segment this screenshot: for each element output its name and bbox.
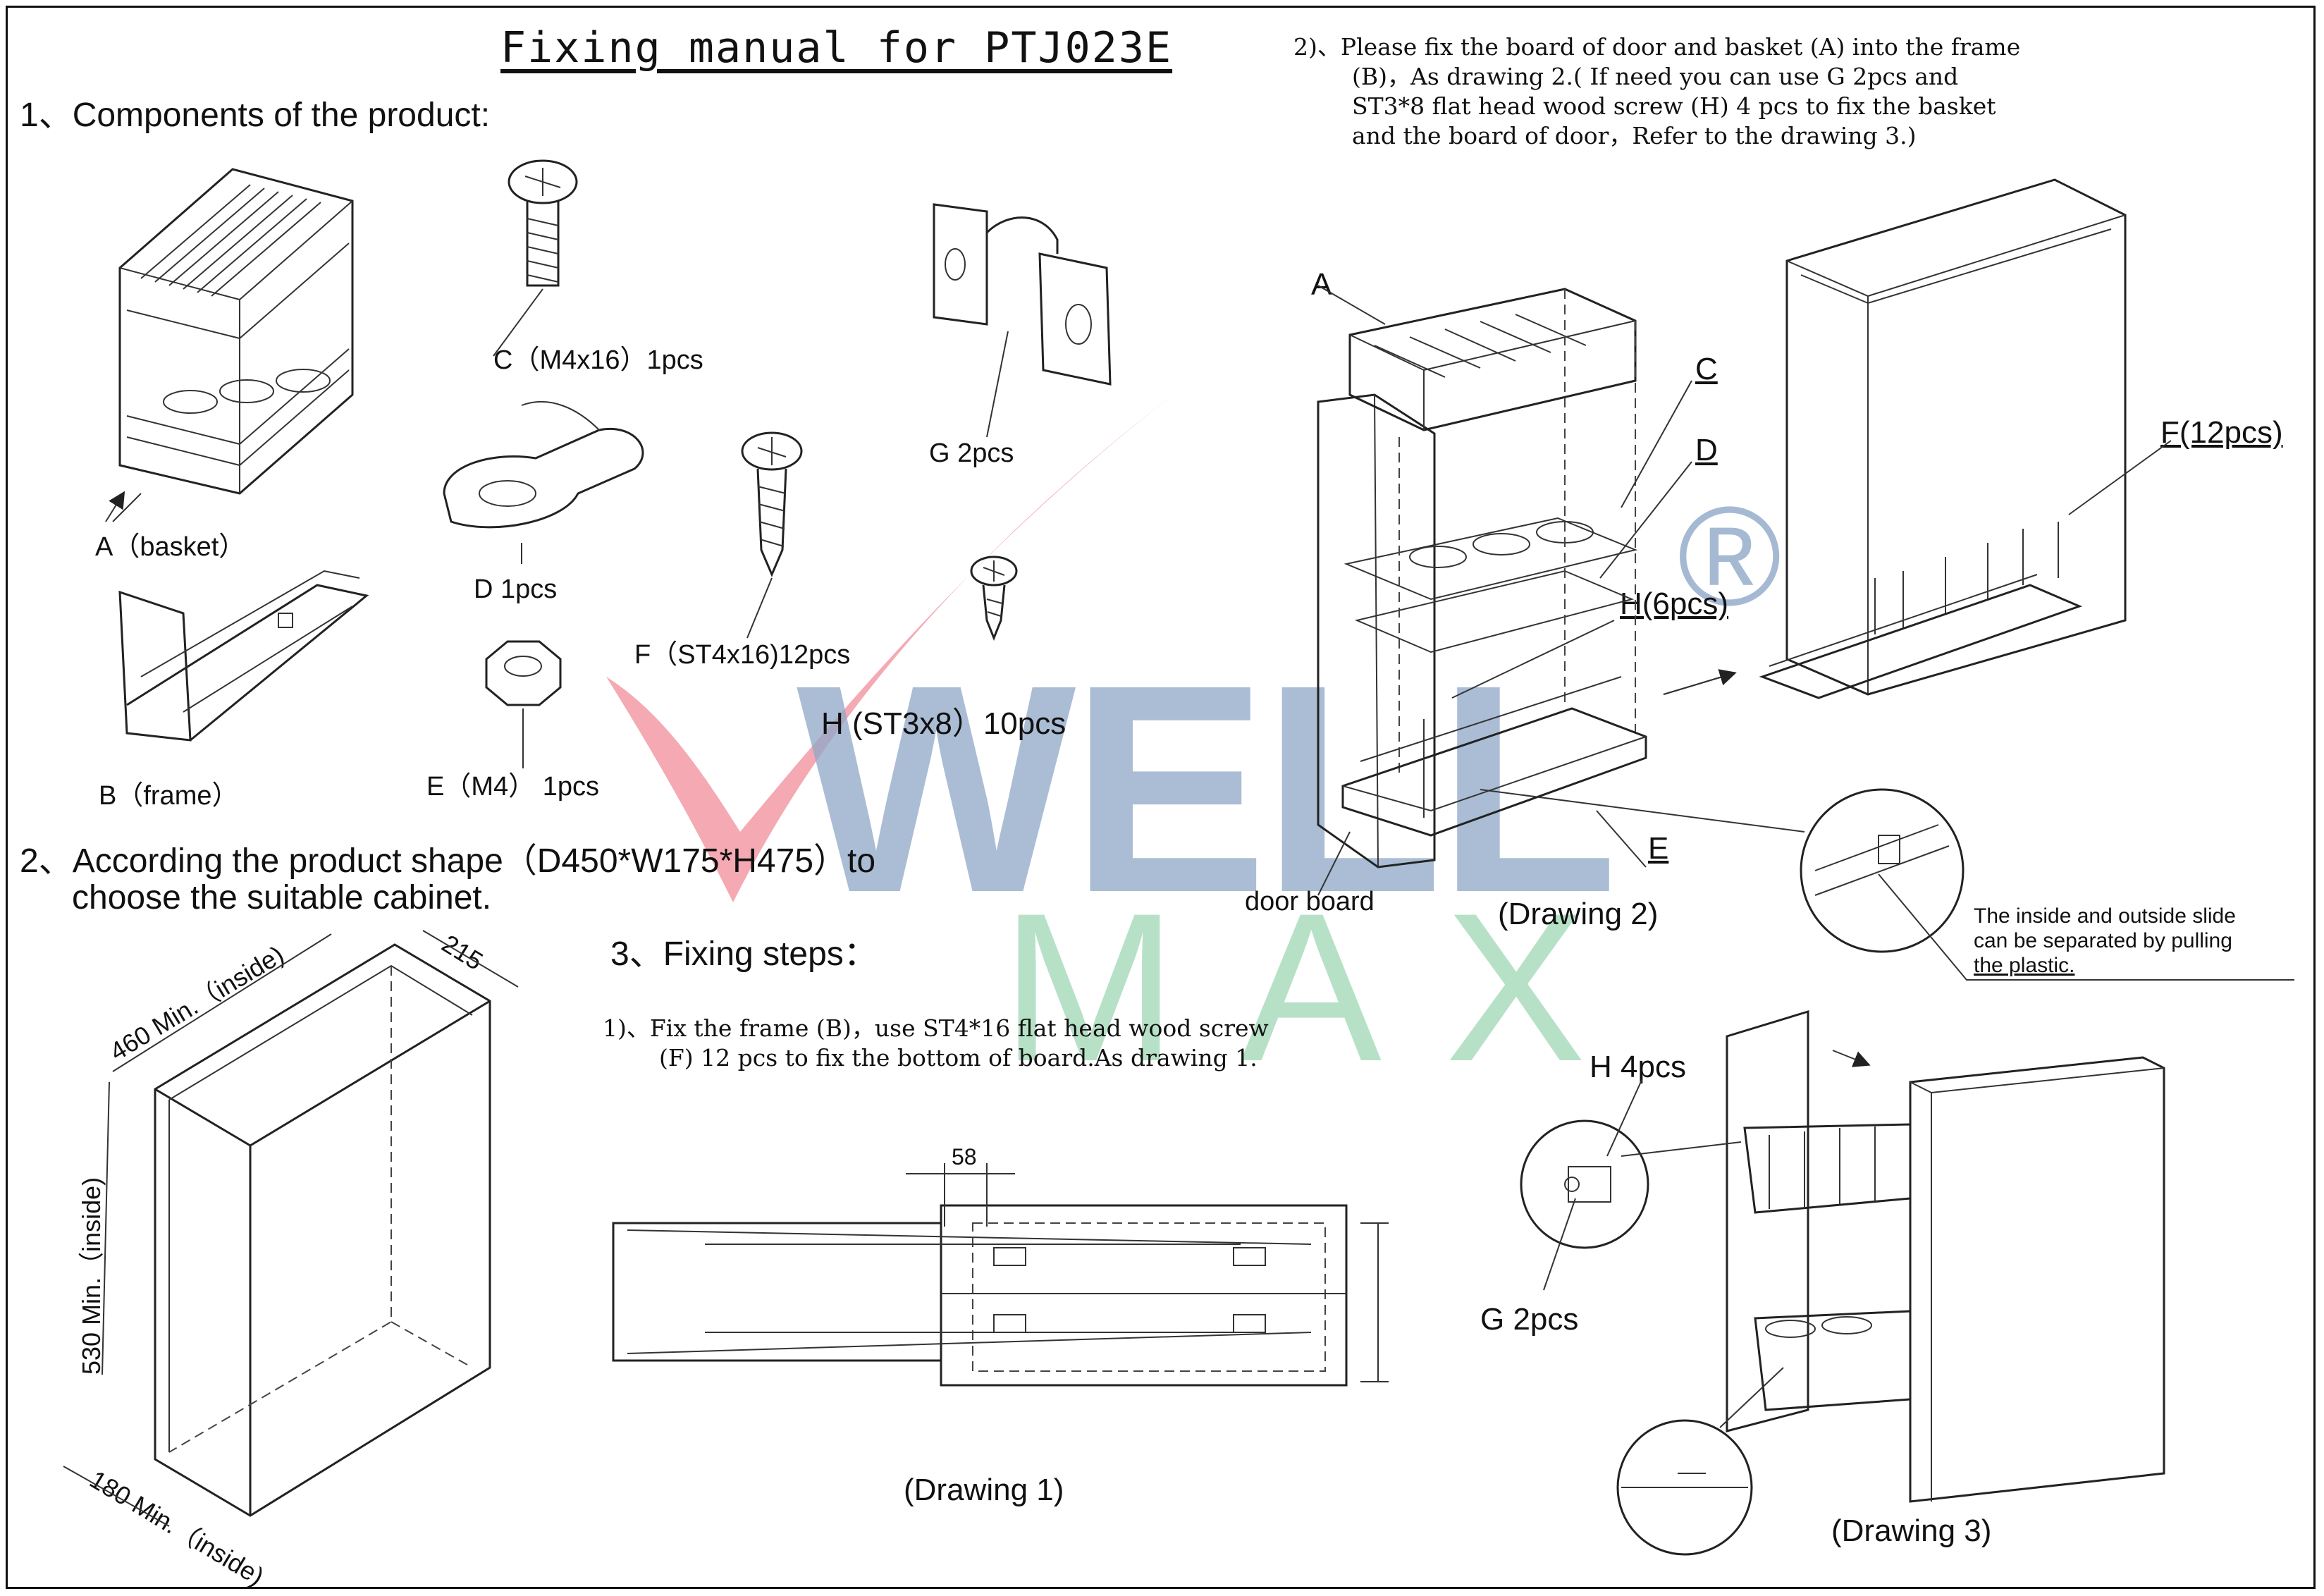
drawing2-assembly-illustration — [1317, 285, 1692, 896]
step2-line2: (B)，As drawing 2.( If need you can use G… — [1352, 63, 1959, 90]
step2-line4: and the board of door，Refer to the drawi… — [1352, 122, 1917, 149]
step1-line1: 1)、Fix the frame (B)，use ST4*16 flat hea… — [603, 1014, 1269, 1042]
cabinet-illustration — [63, 930, 519, 1527]
basket-a-illustration — [112, 168, 354, 522]
drawing2-label-c: C — [1695, 352, 1718, 386]
slide-note-line2: can be separated by pulling — [1974, 929, 2232, 952]
part-f-label: F（ST4x16)12pcs — [634, 640, 851, 670]
part-c-label: C（M4x16）1pcs — [493, 345, 703, 375]
drawing2-door-board-label: door board — [1245, 887, 1375, 916]
part-g-label: G 2pcs — [929, 438, 1014, 468]
pointer-arrows — [105, 491, 1737, 695]
part-d-label: D 1pcs — [474, 575, 558, 604]
slide-note-line3: the plastic. — [1974, 954, 2075, 977]
bracket-g-illustration — [933, 203, 1112, 438]
part-a-label: A（basket） — [95, 532, 246, 562]
drawing1-caption: (Drawing 1) — [904, 1473, 1064, 1507]
frame-b-illustration — [118, 570, 369, 742]
drawing2-caption: (Drawing 2) — [1498, 897, 1659, 931]
drawing3-label-h: H 4pcs — [1590, 1050, 1686, 1084]
section3-heading: 3、Fixing steps： — [610, 935, 878, 973]
drawing3-caption: (Drawing 3) — [1831, 1514, 1992, 1548]
step2-line1: 2)、Please fix the board of door and bask… — [1293, 33, 2021, 61]
drawing2-cabinet-illustration — [1663, 178, 2172, 699]
drawing2-label-f: F(12pcs) — [2160, 415, 2283, 450]
part-e-label: E（M4） 1pcs — [426, 772, 599, 802]
drawing2-label-h: H(6pcs) — [1620, 587, 1729, 621]
watermark-max: MAX — [1001, 868, 1650, 1105]
screw-f-illustration — [741, 431, 803, 639]
drawing1-frame-illustration — [612, 1163, 1389, 1387]
step2-line3: ST3*8 flat head wood screw (H) 4 pcs to … — [1352, 92, 1996, 120]
nut-e-illustration — [485, 640, 562, 768]
section2-line1: 2、According the product shape（D450*W175*… — [20, 842, 876, 880]
part-h-label: H (ST3x8）10pcs — [821, 706, 1066, 741]
screw-h-illustration — [970, 555, 1018, 642]
screw-c-illustration — [493, 159, 578, 357]
clip-d-illustration — [443, 400, 644, 564]
part-b-label: B（frame） — [99, 781, 239, 811]
drawing2-label-d: D — [1695, 433, 1718, 467]
drawing3-label-g: G 2pcs — [1480, 1302, 1579, 1337]
drawing2-label-e: E — [1648, 831, 1669, 866]
page-border — [6, 6, 2316, 1589]
slide-detail-callout — [1480, 788, 2294, 981]
watermark-registered-mark: ® — [1678, 478, 1782, 635]
slide-note-line1: The inside and outside slide — [1974, 904, 2236, 928]
section1-heading: 1、Components of the product: — [20, 97, 491, 134]
section2-line2: choose the suitable cabinet. — [72, 879, 492, 916]
page-title: Fixing manual for PTJ023E — [500, 23, 1173, 73]
drawing1-dim-58: 58 — [952, 1144, 977, 1170]
drawing3-assembly-illustration — [1520, 1009, 2165, 1556]
drawing2-label-a: A — [1311, 267, 1332, 302]
step1-line2: (F) 12 pcs to fix the bottom of board.As… — [659, 1044, 1258, 1072]
